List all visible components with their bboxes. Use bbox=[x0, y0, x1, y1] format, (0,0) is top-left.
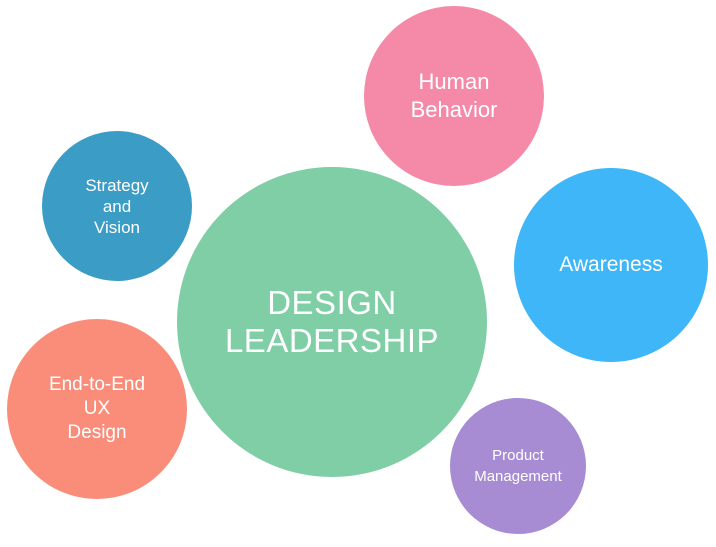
bubble-design-leadership-label: DESIGN LEADERSHIP bbox=[224, 284, 440, 359]
bubble-awareness: Awareness bbox=[514, 168, 708, 362]
bubble-awareness-label: Awareness bbox=[559, 253, 663, 276]
bubble-human-behavior: Human Behavior bbox=[364, 6, 544, 186]
bubble-strategy-and-vision: Strategy and Vision bbox=[42, 131, 192, 281]
bubble-strategy-and-vision-label: Strategy and Vision bbox=[85, 175, 149, 237]
bubble-end-to-end-ux-design: End-to-End UX Design bbox=[7, 319, 187, 499]
bubble-product-management-label: Product Management bbox=[474, 447, 562, 485]
bubble-product-management: Product Management bbox=[450, 398, 586, 534]
bubble-human-behavior-label: Human Behavior bbox=[410, 69, 498, 122]
bubble-end-to-end-ux-design-label: End-to-End UX Design bbox=[48, 374, 146, 443]
bubble-design-leadership: DESIGN LEADERSHIP bbox=[177, 167, 487, 477]
